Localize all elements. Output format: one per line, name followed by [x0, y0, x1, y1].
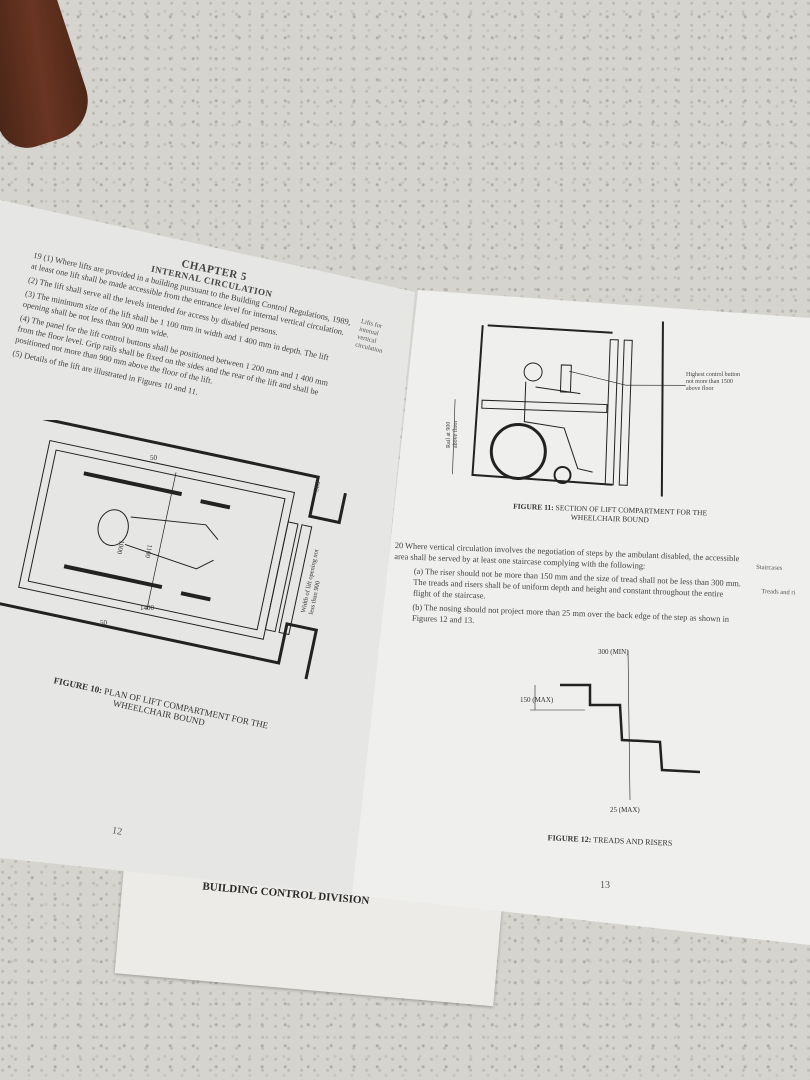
dimension-label: 1100 — [143, 544, 154, 560]
page-number: 12 — [111, 825, 123, 838]
dimension-label: 500 — [312, 480, 322, 492]
dimension-label: 1400 — [140, 604, 155, 612]
figure-11-section-drawing — [452, 321, 686, 497]
figure-12-caption: FIGURE 12: TREADS AND RISERS — [520, 832, 700, 849]
tread-dimension: 300 (MIN) — [598, 648, 629, 656]
figure-10-caption: FIGURE 10: PLAN OF LIFT COMPARTMENT FOR … — [26, 670, 294, 746]
rail-height-label: Rail at 900 above floor — [446, 420, 459, 449]
wooden-furniture-leg — [0, 0, 99, 156]
figure-10-plan-drawing: 1400 1000 1100 50 50 500 — [0, 420, 347, 680]
dimension-label: 50 — [150, 454, 158, 462]
dimension-label: 50 — [100, 619, 108, 627]
caption-label: FIGURE 11: — [512, 501, 554, 513]
riser-dimension: 150 (MAX) — [520, 696, 554, 704]
margin-staircases: Staircases — [756, 563, 783, 572]
nosing-dimension: 25 (MAX) — [610, 806, 640, 814]
margin-treads: Treads and ri — [761, 588, 796, 597]
caption-label: FIGURE 12: — [547, 833, 592, 845]
dimension-label: 1000 — [115, 540, 126, 556]
caption-text: TREADS AND RISERS — [593, 835, 673, 848]
page-number: 13 — [600, 880, 610, 891]
caption-text: PLAN OF LIFT COMPARTMENT FOR THE WHEELCH… — [103, 686, 270, 731]
control-button-note: Highest control button not more than 150… — [686, 372, 740, 392]
figure-12-stair-drawing: 300 (MIN) 150 (MAX) 25 (MAX) — [520, 648, 701, 814]
